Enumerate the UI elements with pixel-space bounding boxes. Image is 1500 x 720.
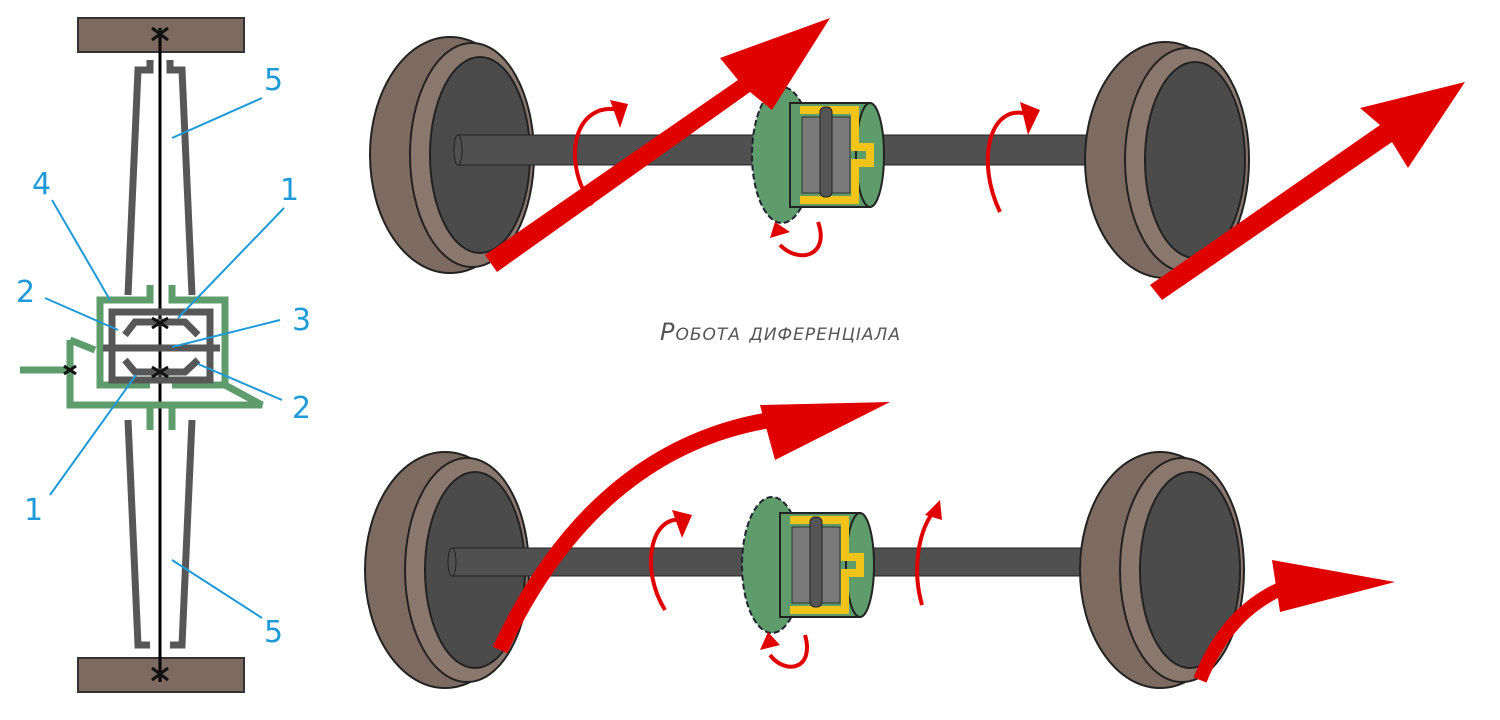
bottom-right-arrow-head: [1272, 560, 1395, 612]
leader-lines: [44, 97, 285, 619]
label-2-left: 2: [16, 275, 36, 310]
label-1-top: 1: [280, 173, 300, 208]
top-left-arrow: [485, 18, 830, 272]
bottom-rotation-arrows: [649, 500, 942, 669]
top-right-arrow: [1150, 82, 1465, 300]
bearing-marks: [63, 26, 169, 682]
schematic: [20, 17, 285, 693]
top-axle-assembly: [369, 18, 1465, 300]
bottom-differential: [742, 497, 874, 633]
label-4: 4: [32, 167, 52, 202]
case-4: [20, 285, 264, 430]
label-3: 3: [292, 303, 312, 338]
label-1-bottom: 1: [24, 493, 44, 528]
rotation-arrows: [572, 100, 1040, 258]
bottom-axle-assembly: [364, 402, 1395, 689]
label-2-right: 2: [292, 391, 312, 426]
half-shafts: [124, 60, 196, 649]
bottom-left-arrow-head: [760, 402, 890, 460]
bottom-left-arrow-body: [492, 412, 772, 654]
diagram-caption: Робота диференціала: [660, 318, 901, 346]
label-5-bottom: 5: [264, 615, 284, 650]
label-5-top: 5: [264, 63, 284, 98]
